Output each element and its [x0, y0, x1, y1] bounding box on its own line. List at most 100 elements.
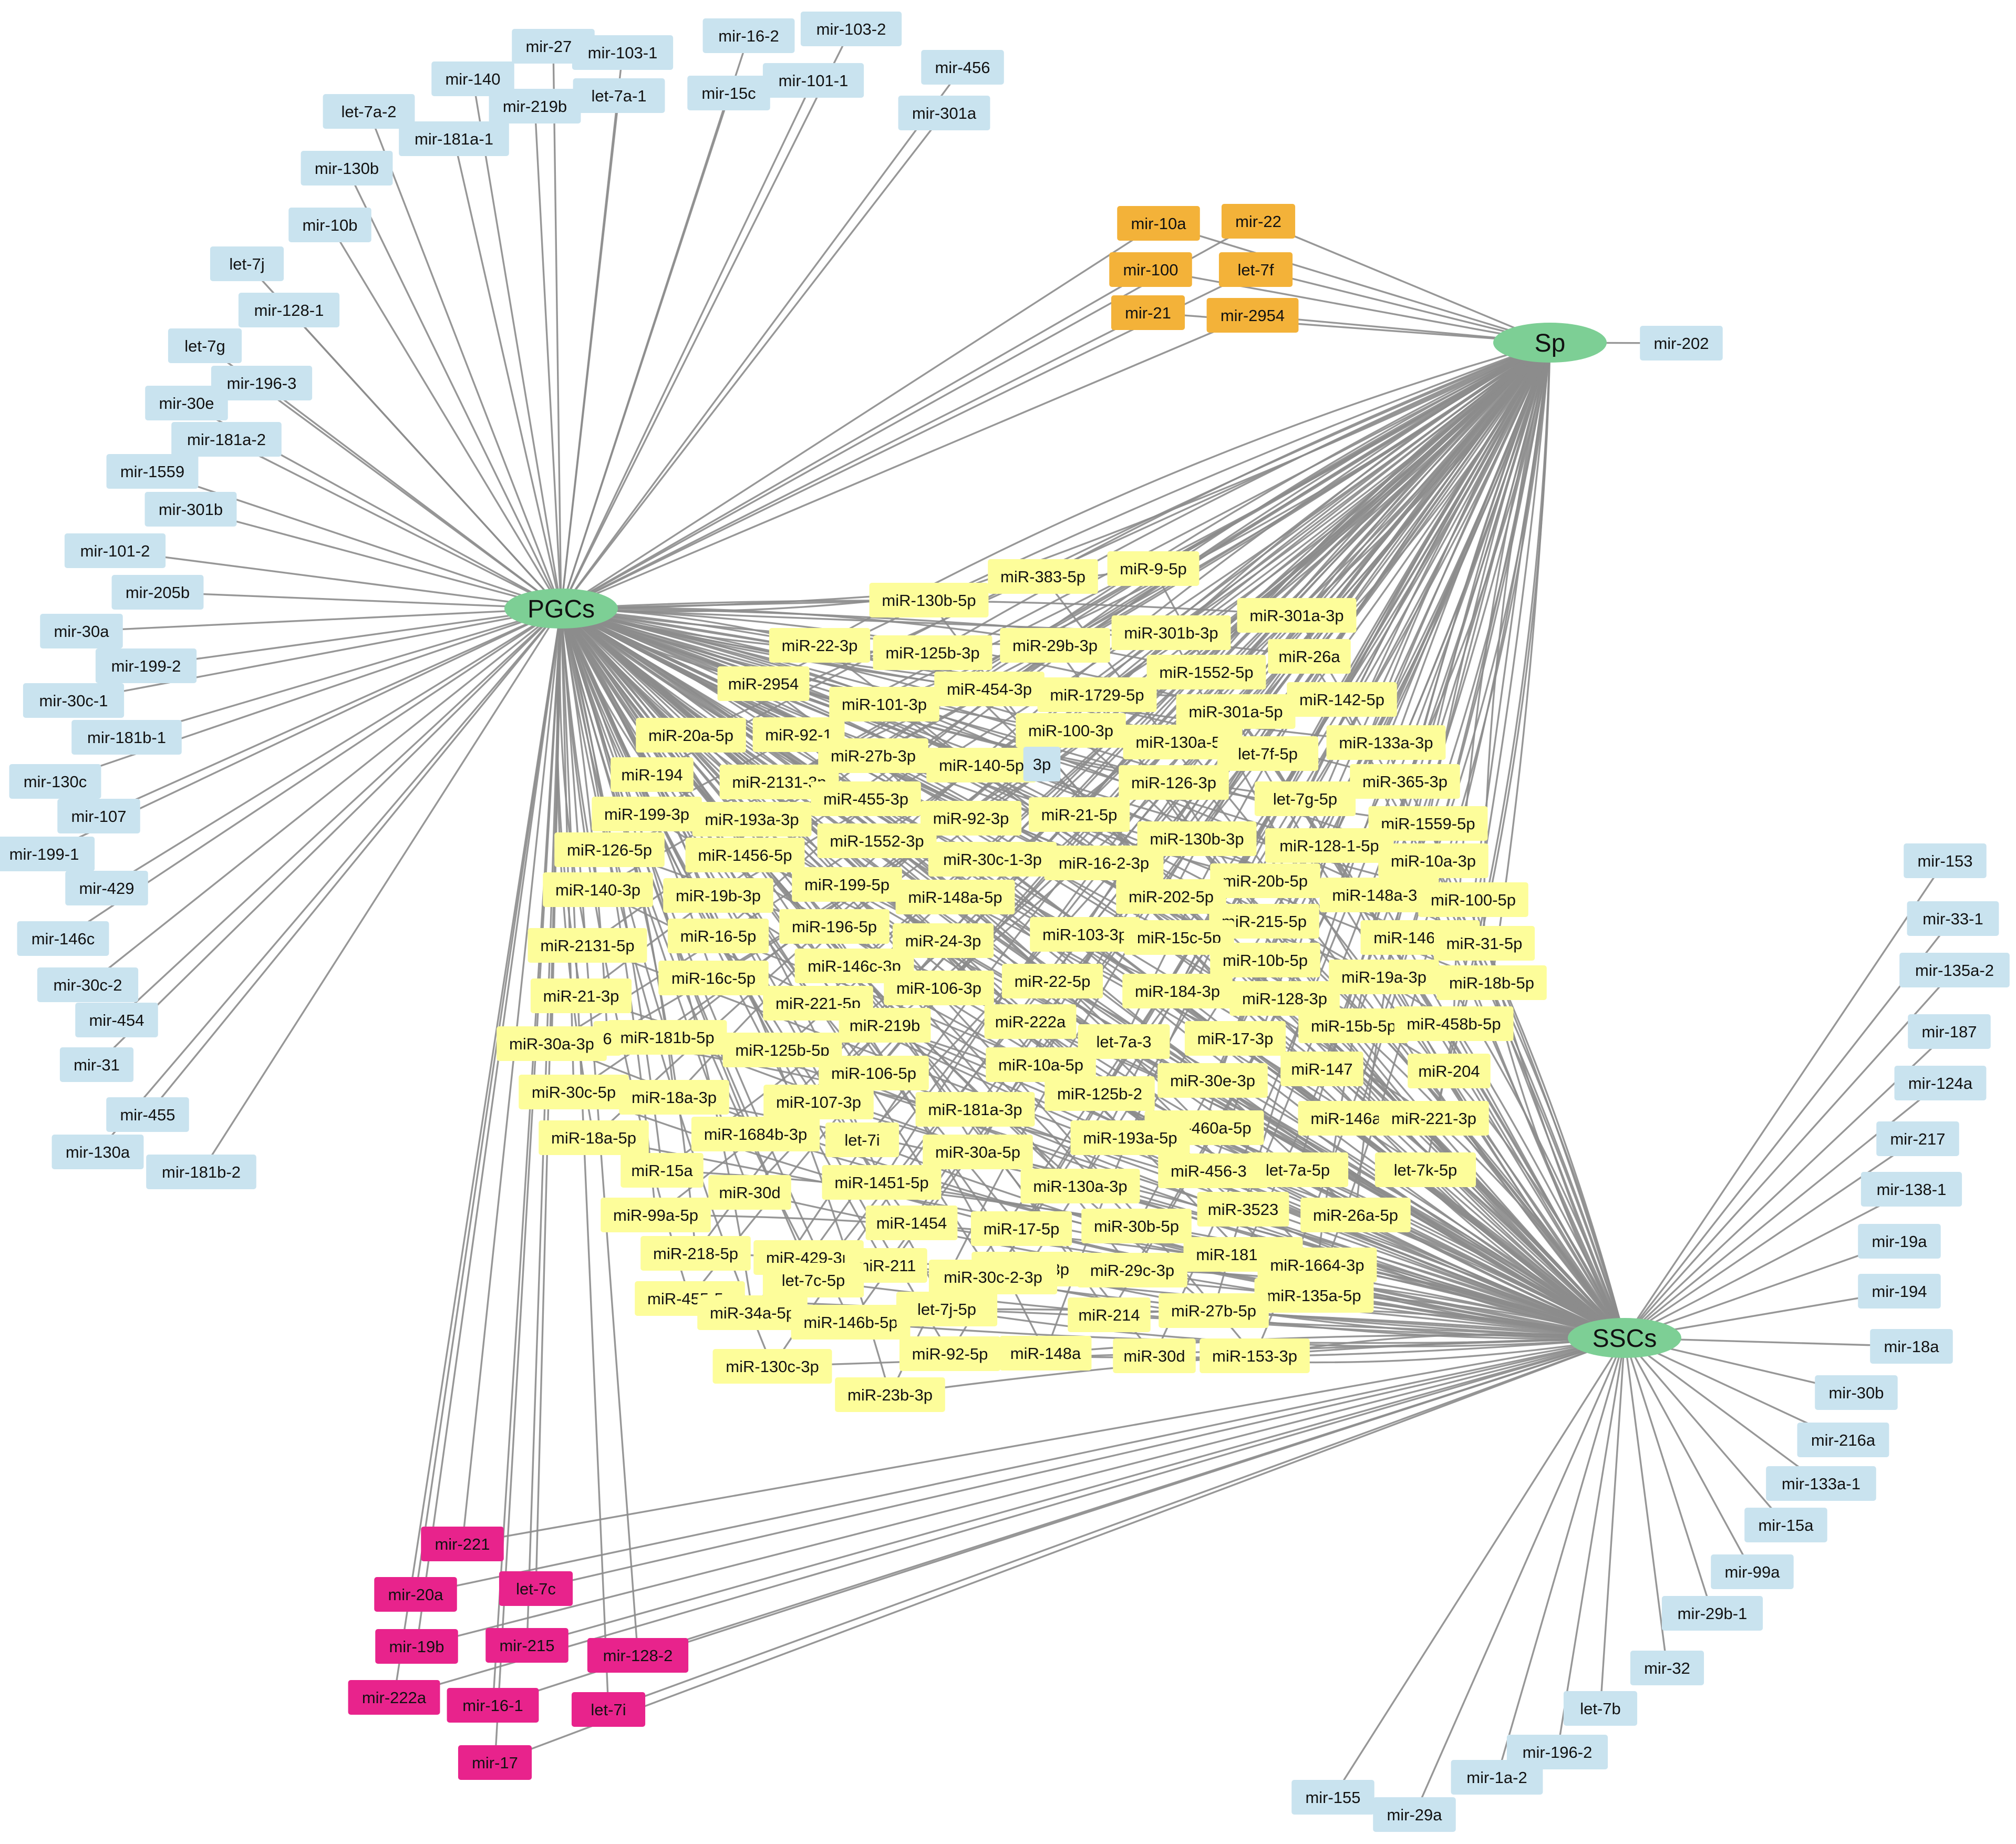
node-mir-34a-5p[interactable]: miR-34a-5p: [697, 1295, 808, 1330]
node-mir-301a[interactable]: mir-301a: [898, 96, 990, 130]
node-mir-21[interactable]: mir-21: [1111, 295, 1185, 330]
node-mir-301b-3p[interactable]: miR-301b-3p: [1111, 615, 1231, 650]
node-mir-26a-5p[interactable]: miR-26a-5p: [1300, 1198, 1411, 1232]
node-mir-19a-3p[interactable]: miR-19a-3p: [1329, 960, 1439, 994]
node-let-7c[interactable]: let-7c: [499, 1571, 573, 1606]
node-mir-140-5p[interactable]: miR-140-5p: [926, 748, 1037, 782]
node-mir-214[interactable]: miR-214: [1068, 1297, 1151, 1332]
node-mir-148a[interactable]: miR-148a: [999, 1336, 1092, 1371]
node-mir-1456-5p[interactable]: miR-1456-5p: [685, 838, 805, 872]
node-mir-17-5p[interactable]: miR-17-5p: [970, 1211, 1072, 1246]
node-let-7f[interactable]: let-7f: [1218, 252, 1293, 287]
node-mir-211[interactable]: miR-211: [844, 1248, 927, 1283]
node-mir-204[interactable]: miR-204: [1408, 1054, 1491, 1088]
node-mir-30e-3p[interactable]: miR-30e-3p: [1157, 1063, 1268, 1098]
node-mir-10b-5p[interactable]: miR-10b-5p: [1210, 943, 1320, 977]
node-mir-221-3p[interactable]: miR-221-3p: [1379, 1101, 1489, 1136]
node-mir-103-3p[interactable]: miR-103-3p: [1030, 917, 1140, 952]
node-6[interactable]: 6: [593, 1021, 622, 1056]
node-mir-193a-3p[interactable]: miR-193a-3p: [692, 802, 812, 837]
node-let-7k-5p[interactable]: let-7k-5p: [1374, 1152, 1476, 1187]
node-mir-130b[interactable]: mir-130b: [301, 151, 393, 186]
node-mir-18a-5p[interactable]: miR-18a-5p: [539, 1120, 649, 1155]
node-mir-21-3p[interactable]: miR-21-3p: [530, 978, 632, 1013]
node-mir-146b-5p[interactable]: miR-146b-5p: [791, 1305, 911, 1340]
node-mir-125b-5p[interactable]: miR-125b-5p: [722, 1033, 842, 1067]
node-mir-103-2[interactable]: mir-103-2: [800, 12, 902, 46]
node-mir-181a-2[interactable]: mir-181a-2: [171, 422, 282, 457]
node-mir-32[interactable]: mir-32: [1630, 1651, 1704, 1685]
node-mir-181a-1[interactable]: mir-181a-1: [399, 121, 509, 156]
node-mir-16-2-3p[interactable]: miR-16-2-3p: [1044, 846, 1164, 880]
node-mir-20a-5p[interactable]: miR-20a-5p: [636, 718, 746, 753]
node-mir-1559[interactable]: mir-1559: [106, 454, 199, 489]
node-mir-383-5p[interactable]: miR-383-5p: [988, 559, 1098, 594]
node-mir-458b-5p[interactable]: miR-458b-5p: [1394, 1006, 1514, 1041]
node-mir-10b[interactable]: mir-10b: [288, 208, 371, 242]
node-mir-22-5p[interactable]: miR-22-5p: [1001, 964, 1103, 998]
node-mir-140[interactable]: mir-140: [431, 61, 514, 96]
node-mir-99a[interactable]: mir-99a: [1711, 1554, 1794, 1589]
node-mir-1559-5p[interactable]: miR-1559-5p: [1368, 806, 1488, 841]
node-mir-128-3p[interactable]: miR-128-3p: [1229, 981, 1340, 1016]
node-mir-455[interactable]: mir-455: [106, 1097, 189, 1132]
node-mir-103-1[interactable]: mir-103-1: [572, 35, 674, 70]
node-mir-18a-3p[interactable]: miR-18a-3p: [619, 1080, 729, 1115]
node-mir-101-2[interactable]: mir-101-2: [64, 533, 166, 568]
node-mir-27b-5p[interactable]: miR-27b-5p: [1159, 1293, 1269, 1328]
node-mir-2954[interactable]: mir-2954: [1206, 298, 1299, 333]
node-mir-20b-5p[interactable]: miR-20b-5p: [1210, 863, 1320, 898]
node-let-7c-5p[interactable]: let-7c-5p: [762, 1263, 864, 1297]
node-let-7j[interactable]: let-7j: [210, 246, 284, 281]
node-mir-181b-1[interactable]: mir-181b-1: [71, 720, 182, 755]
node-mir-1451-5p[interactable]: miR-1451-5p: [822, 1165, 942, 1200]
node-mir-1454[interactable]: miR-1454: [865, 1206, 958, 1240]
node-mir-15c-5p[interactable]: miR-15c-5p: [1124, 920, 1234, 955]
node-mir-29b-1[interactable]: mir-29b-1: [1661, 1596, 1763, 1631]
node-mir-100-3p[interactable]: miR-100-3p: [1016, 713, 1126, 748]
node-let-7g[interactable]: let-7g: [168, 328, 242, 363]
node-mir-19b-3p[interactable]: miR-19b-3p: [663, 878, 773, 913]
node-mir-18a[interactable]: mir-18a: [1870, 1329, 1953, 1364]
node-mir-31-5p[interactable]: miR-31-5p: [1433, 926, 1535, 961]
node-mir-30e[interactable]: mir-30e: [145, 386, 228, 420]
node-mir-106-5p[interactable]: miR-106-5p: [819, 1056, 929, 1090]
node-mir-1664-3p[interactable]: miR-1664-3p: [1257, 1248, 1377, 1282]
node-mir-1552-3p[interactable]: miR-1552-3p: [817, 823, 937, 858]
node-3p[interactable]: 3p: [1023, 747, 1061, 781]
node-mir-135a-5p[interactable]: miR-135a-5p: [1254, 1278, 1374, 1313]
node-mir-187[interactable]: mir-187: [1908, 1014, 1991, 1049]
node-let-7g-5p[interactable]: let-7g-5p: [1254, 781, 1356, 816]
node-let-7i[interactable]: let-7i: [571, 1692, 646, 1727]
node-mir-135a-2[interactable]: mir-135a-2: [1899, 953, 2010, 987]
node-mir-27b-3p[interactable]: miR-27b-3p: [818, 738, 928, 773]
node-mir-215[interactable]: mir-215: [485, 1628, 568, 1663]
node-let-7a-3[interactable]: let-7a-3: [1078, 1024, 1170, 1059]
node-mir-30c-1[interactable]: mir-30c-1: [23, 683, 125, 718]
node-mir-153[interactable]: mir-153: [1904, 843, 1987, 878]
node-mir-30c-2-3p[interactable]: miR-30c-2-3p: [928, 1260, 1058, 1294]
node-mir-16-5p[interactable]: miR-16-5p: [667, 919, 769, 953]
node-mir-29a[interactable]: mir-29a: [1373, 1797, 1456, 1832]
node-mir-22[interactable]: mir-22: [1221, 204, 1296, 239]
node-let-7a-2[interactable]: let-7a-2: [323, 94, 415, 129]
node-mir-30a-3p[interactable]: miR-30a-3p: [497, 1026, 607, 1061]
node-let-7b[interactable]: let-7b: [1563, 1691, 1638, 1726]
node-mir-148a-3p[interactable]: miR-148a-3p: [1319, 878, 1439, 912]
node-mir-454-3p[interactable]: miR-454-3p: [934, 672, 1045, 706]
node-mir-222a[interactable]: mir-222a: [348, 1680, 440, 1715]
node-mir-128-2[interactable]: mir-128-2: [587, 1638, 689, 1673]
node-mir-181a-3p[interactable]: miR-181a-3p: [915, 1092, 1035, 1127]
node-mir-130b-3p[interactable]: miR-130b-3p: [1137, 821, 1257, 856]
node-mir-365-3p[interactable]: miR-365-3p: [1350, 764, 1460, 799]
node-mir-125b-2[interactable]: miR-125b-2: [1045, 1076, 1155, 1111]
node-mir-22-3p[interactable]: miR-22-3p: [769, 628, 871, 663]
node-mir-21-5p[interactable]: miR-21-5p: [1028, 797, 1130, 832]
node-mir-199-3p[interactable]: miR-199-3p: [592, 797, 702, 831]
node-mir-202[interactable]: mir-202: [1640, 326, 1723, 360]
node-mir-20a[interactable]: mir-20a: [374, 1577, 457, 1612]
node-mir-31[interactable]: mir-31: [59, 1047, 134, 1082]
node-mir-16-1[interactable]: mir-16-1: [447, 1688, 539, 1723]
hub-pgcs[interactable]: PGCs: [504, 589, 618, 629]
node-mir-454[interactable]: mir-454: [75, 1003, 158, 1037]
